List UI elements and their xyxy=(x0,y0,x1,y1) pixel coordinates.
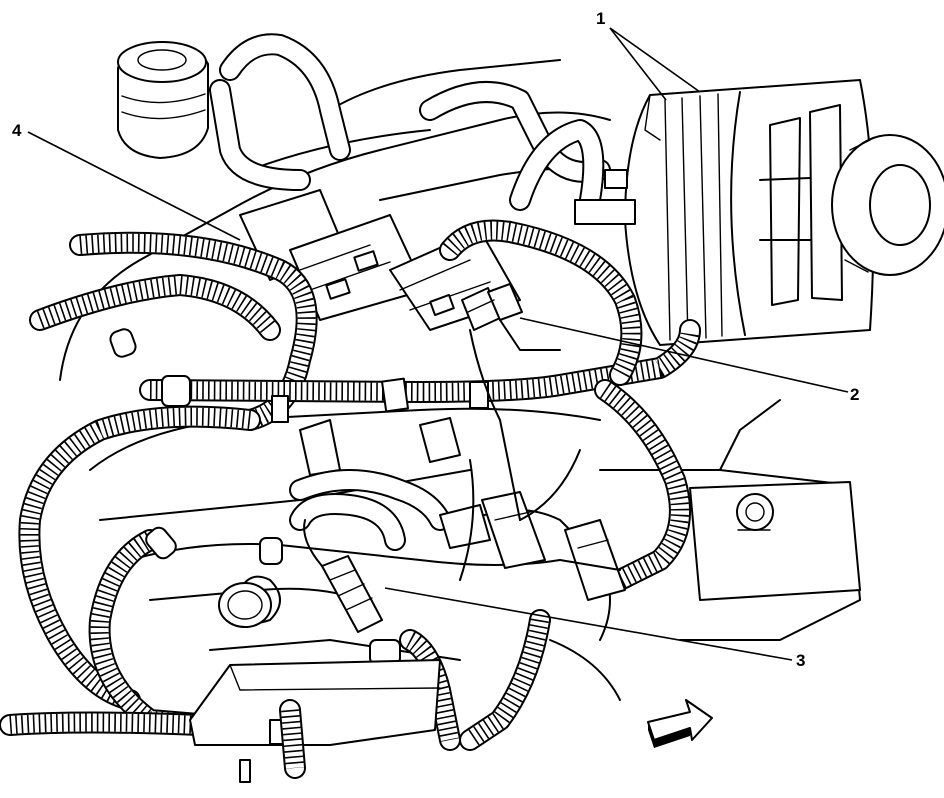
wiring-harness xyxy=(0,219,701,751)
leader-lines xyxy=(27,27,849,661)
callout-1: 1 xyxy=(596,9,605,28)
harness-clips xyxy=(109,328,489,665)
filler-neck xyxy=(117,41,209,159)
top-hoses xyxy=(209,33,611,211)
electrical-connectors xyxy=(439,283,626,601)
callout-3: 3 xyxy=(796,651,805,670)
callout-4: 4 xyxy=(12,121,22,140)
oxygen-sensor xyxy=(303,519,383,633)
thin-wires xyxy=(459,319,621,581)
callout-2: 2 xyxy=(850,385,859,404)
generator xyxy=(574,79,944,346)
mounting-bracket xyxy=(689,481,861,601)
arrow-icon xyxy=(647,699,713,748)
junction-block xyxy=(189,659,441,783)
